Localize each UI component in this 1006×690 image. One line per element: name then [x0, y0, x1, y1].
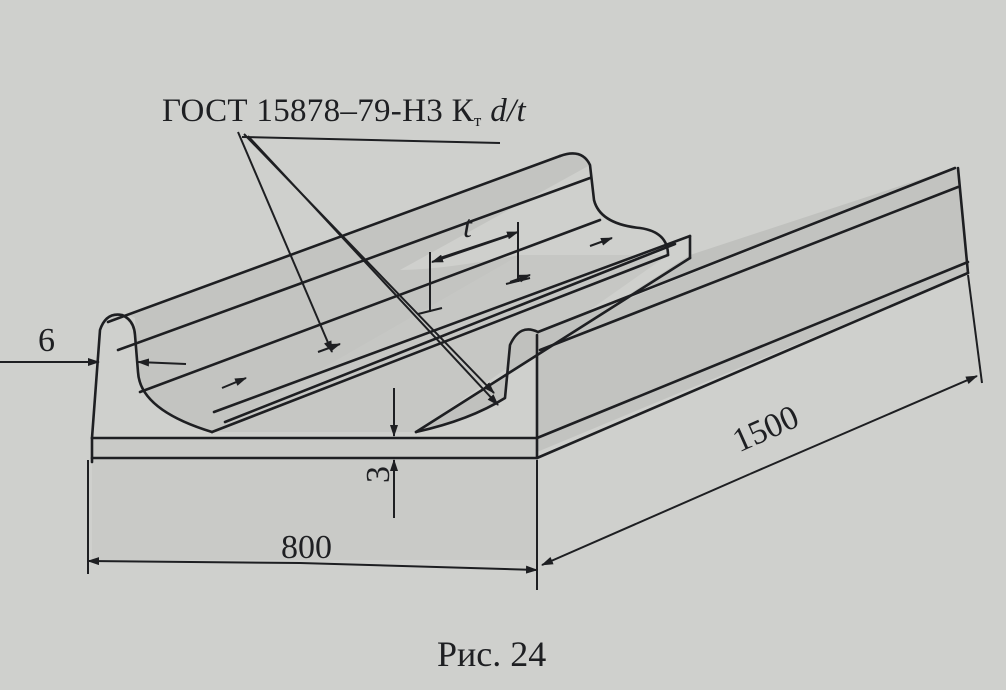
gost-callout-ratio: d/t — [490, 93, 526, 129]
slab-front-face — [92, 438, 537, 560]
base-thickness-label: 3 — [360, 466, 397, 483]
width-label: 800 — [281, 529, 332, 566]
outline — [90, 152, 970, 464]
wall-dimension — [0, 358, 187, 367]
leader-lines — [237, 131, 501, 406]
pitch-label: t — [463, 208, 472, 244]
slab-right-face — [537, 168, 968, 452]
right-rib — [416, 168, 955, 432]
width-dimension — [87, 460, 538, 590]
gost-callout-subscript: т — [473, 111, 482, 130]
figure-caption: Рис. 24 — [437, 634, 547, 674]
surface-marks — [221, 237, 613, 389]
gost-callout-main: ГОСТ 15878–79-Н3 К — [162, 93, 474, 129]
gost-callout: ГОСТ 15878–79-Н3 Кт d/t — [162, 93, 526, 130]
wall-thickness-label: 6 — [38, 322, 55, 359]
pitch-dimension — [417, 222, 531, 315]
length-dimension — [541, 274, 983, 566]
